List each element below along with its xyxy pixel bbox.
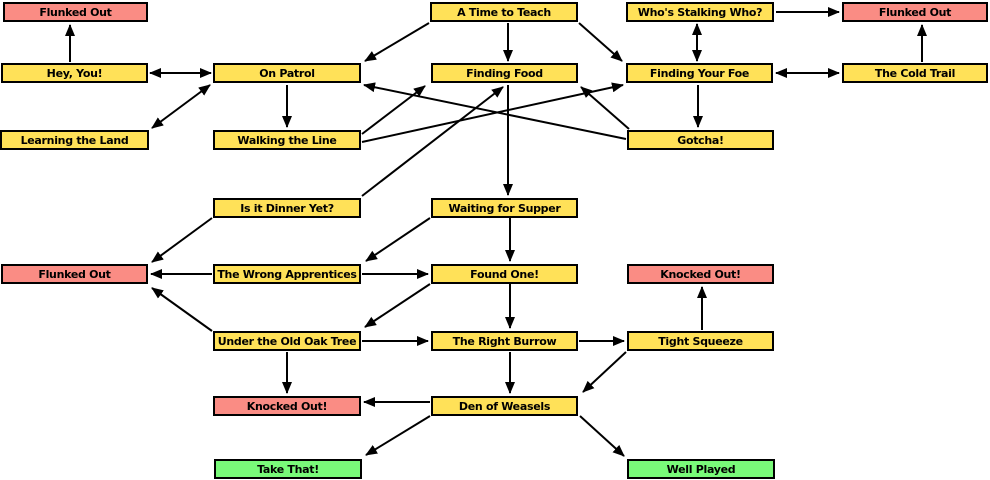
node-flunked_out_1: Flunked Out [3,2,148,22]
edge-waiting_for_supper-to-the_wrong_apprentices [365,217,431,262]
node-tight_squeeze: Tight Squeeze [627,331,774,351]
node-waiting_for_supper: Waiting for Supper [431,198,578,218]
edge-under_the_old_oak_tree-to-flunked_out_3 [151,287,213,332]
node-label: Flunked Out [38,267,111,281]
edge-tight_squeeze-to-den_of_weasels [582,351,627,393]
node-label: Finding Food [466,66,543,80]
node-the_cold_trail: The Cold Trail [842,63,988,83]
node-a_time_to_teach: A Time to Teach [430,2,578,22]
node-take_that: Take That! [214,459,362,479]
node-label: Learning the Land [20,133,129,147]
edge-learning_the_land-to-on_patrol [151,84,211,129]
node-label: The Right Burrow [452,334,557,348]
node-label: Well Played [666,462,736,476]
edge-den_of_weasels-to-take_that [365,415,431,456]
node-finding_food: Finding Food [431,63,578,83]
node-knocked_out_2: Knocked Out! [213,396,361,416]
node-the_right_burrow: The Right Burrow [431,331,578,351]
node-label: A Time to Teach [457,5,551,19]
node-knocked_out_1: Knocked Out! [627,264,774,284]
node-flunked_out_3: Flunked Out [1,264,148,284]
node-label: Flunked Out [878,5,952,19]
node-label: Den of Weasels [458,399,551,413]
node-hey_you: Hey, You! [1,63,148,83]
node-label: On Patrol [259,66,315,80]
edge-walking_the_line-to-finding_your_foe [361,82,624,143]
node-walking_the_line: Walking the Line [213,130,361,150]
node-label: Tight Squeeze [658,334,743,348]
node-label: The Cold Trail [874,66,956,80]
edge-den_of_weasels-to-well_played [579,415,625,457]
edge-is_it_dinner_yet-to-finding_food [361,86,504,197]
edge-walking_the_line-to-finding_food [361,85,426,135]
edge-gotcha-to-on_patrol [363,82,627,140]
node-the_wrong_apprentices: The Wrong Apprentices [213,264,361,284]
node-under_the_old_oak_tree: Under the Old Oak Tree [213,331,361,351]
node-on_patrol: On Patrol [213,63,361,83]
node-den_of_weasels: Den of Weasels [431,396,578,416]
node-label: Take That! [257,462,319,476]
edge-a_time_to_teach-to-on_patrol [364,22,430,62]
node-label: Under the Old Oak Tree [217,334,357,348]
node-label: Who's Stalking Who? [637,5,763,19]
node-gotcha: Gotcha! [627,130,774,150]
node-flunked_out_2: Flunked Out [842,2,988,22]
node-label: Hey, You! [46,66,103,80]
node-label: The Wrong Apprentices [217,267,357,281]
node-label: Finding Your Foe [649,66,750,80]
node-label: Is it Dinner Yet? [240,201,334,215]
node-label: Knocked Out! [246,399,328,413]
node-whos_stalking_who: Who's Stalking Who? [626,2,774,22]
edge-gotcha-to-finding_food [580,86,630,130]
node-label: Waiting for Supper [448,201,561,215]
node-label: Flunked Out [39,5,112,19]
edge-a_time_to_teach-to-finding_your_foe [578,22,623,62]
node-label: Walking the Line [237,133,337,147]
node-is_it_dinner_yet: Is it Dinner Yet? [213,198,361,218]
node-finding_your_foe: Finding Your Foe [626,63,773,83]
node-learning_the_land: Learning the Land [0,130,149,150]
node-label: Gotcha! [677,133,724,147]
edge-found_one-to-under_the_old_oak_tree [364,283,431,328]
node-found_one: Found One! [431,264,578,284]
edge-is_it_dinner_yet-to-flunked_out_3 [151,217,213,263]
node-well_played: Well Played [627,459,775,479]
node-label: Knocked Out! [660,267,741,281]
node-label: Found One! [470,267,539,281]
